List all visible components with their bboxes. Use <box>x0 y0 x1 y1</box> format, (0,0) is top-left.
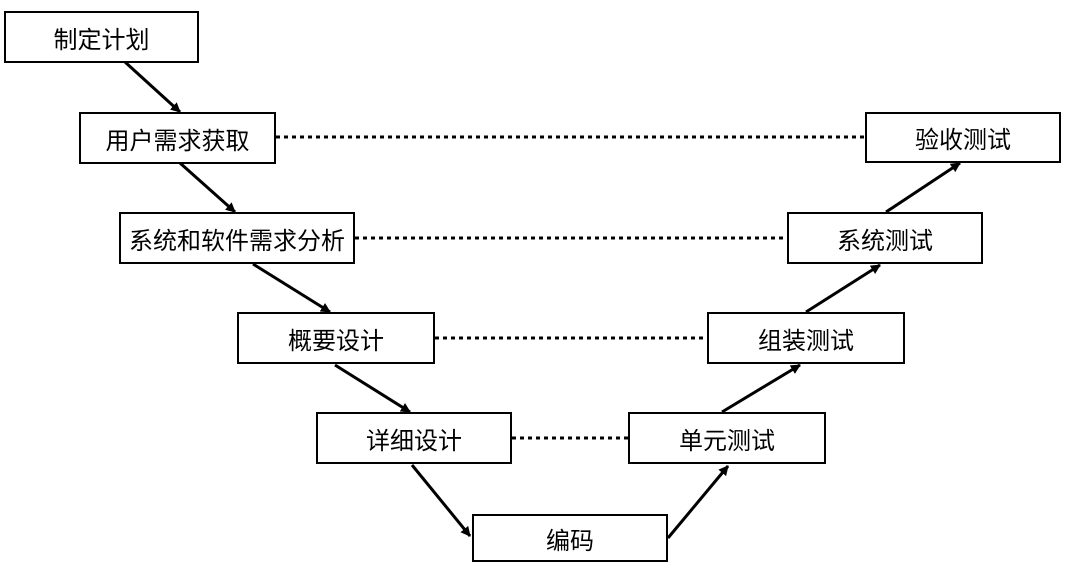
arrow-req-to-sysreq <box>179 161 236 214</box>
arrow-lld-to-code <box>410 464 472 537</box>
step-integration-test: 组装测试 <box>707 312 905 364</box>
step-acceptance-test: 验收测试 <box>865 112 1061 163</box>
arrow-systest-to-accept <box>885 161 961 214</box>
arrow-hld-to-lld <box>334 363 411 414</box>
step-coding: 编码 <box>472 514 668 562</box>
arrow-integ-to-systest <box>805 263 881 314</box>
step-plan: 制定计划 <box>4 11 199 63</box>
arrow-unit-to-integ <box>721 363 801 414</box>
step-high-level-design: 概要设计 <box>237 312 435 364</box>
step-unit-test: 单元测试 <box>628 412 826 464</box>
arrow-code-to-unit <box>666 465 730 539</box>
step-system-test: 系统测试 <box>787 212 983 264</box>
step-system-software-requirements: 系统和软件需求分析 <box>119 212 355 264</box>
arrow-plan-to-req <box>123 60 182 114</box>
step-detailed-design: 详细设计 <box>316 412 512 464</box>
step-user-requirements: 用户需求获取 <box>79 112 276 164</box>
arrow-sysreq-to-hld <box>252 262 331 314</box>
